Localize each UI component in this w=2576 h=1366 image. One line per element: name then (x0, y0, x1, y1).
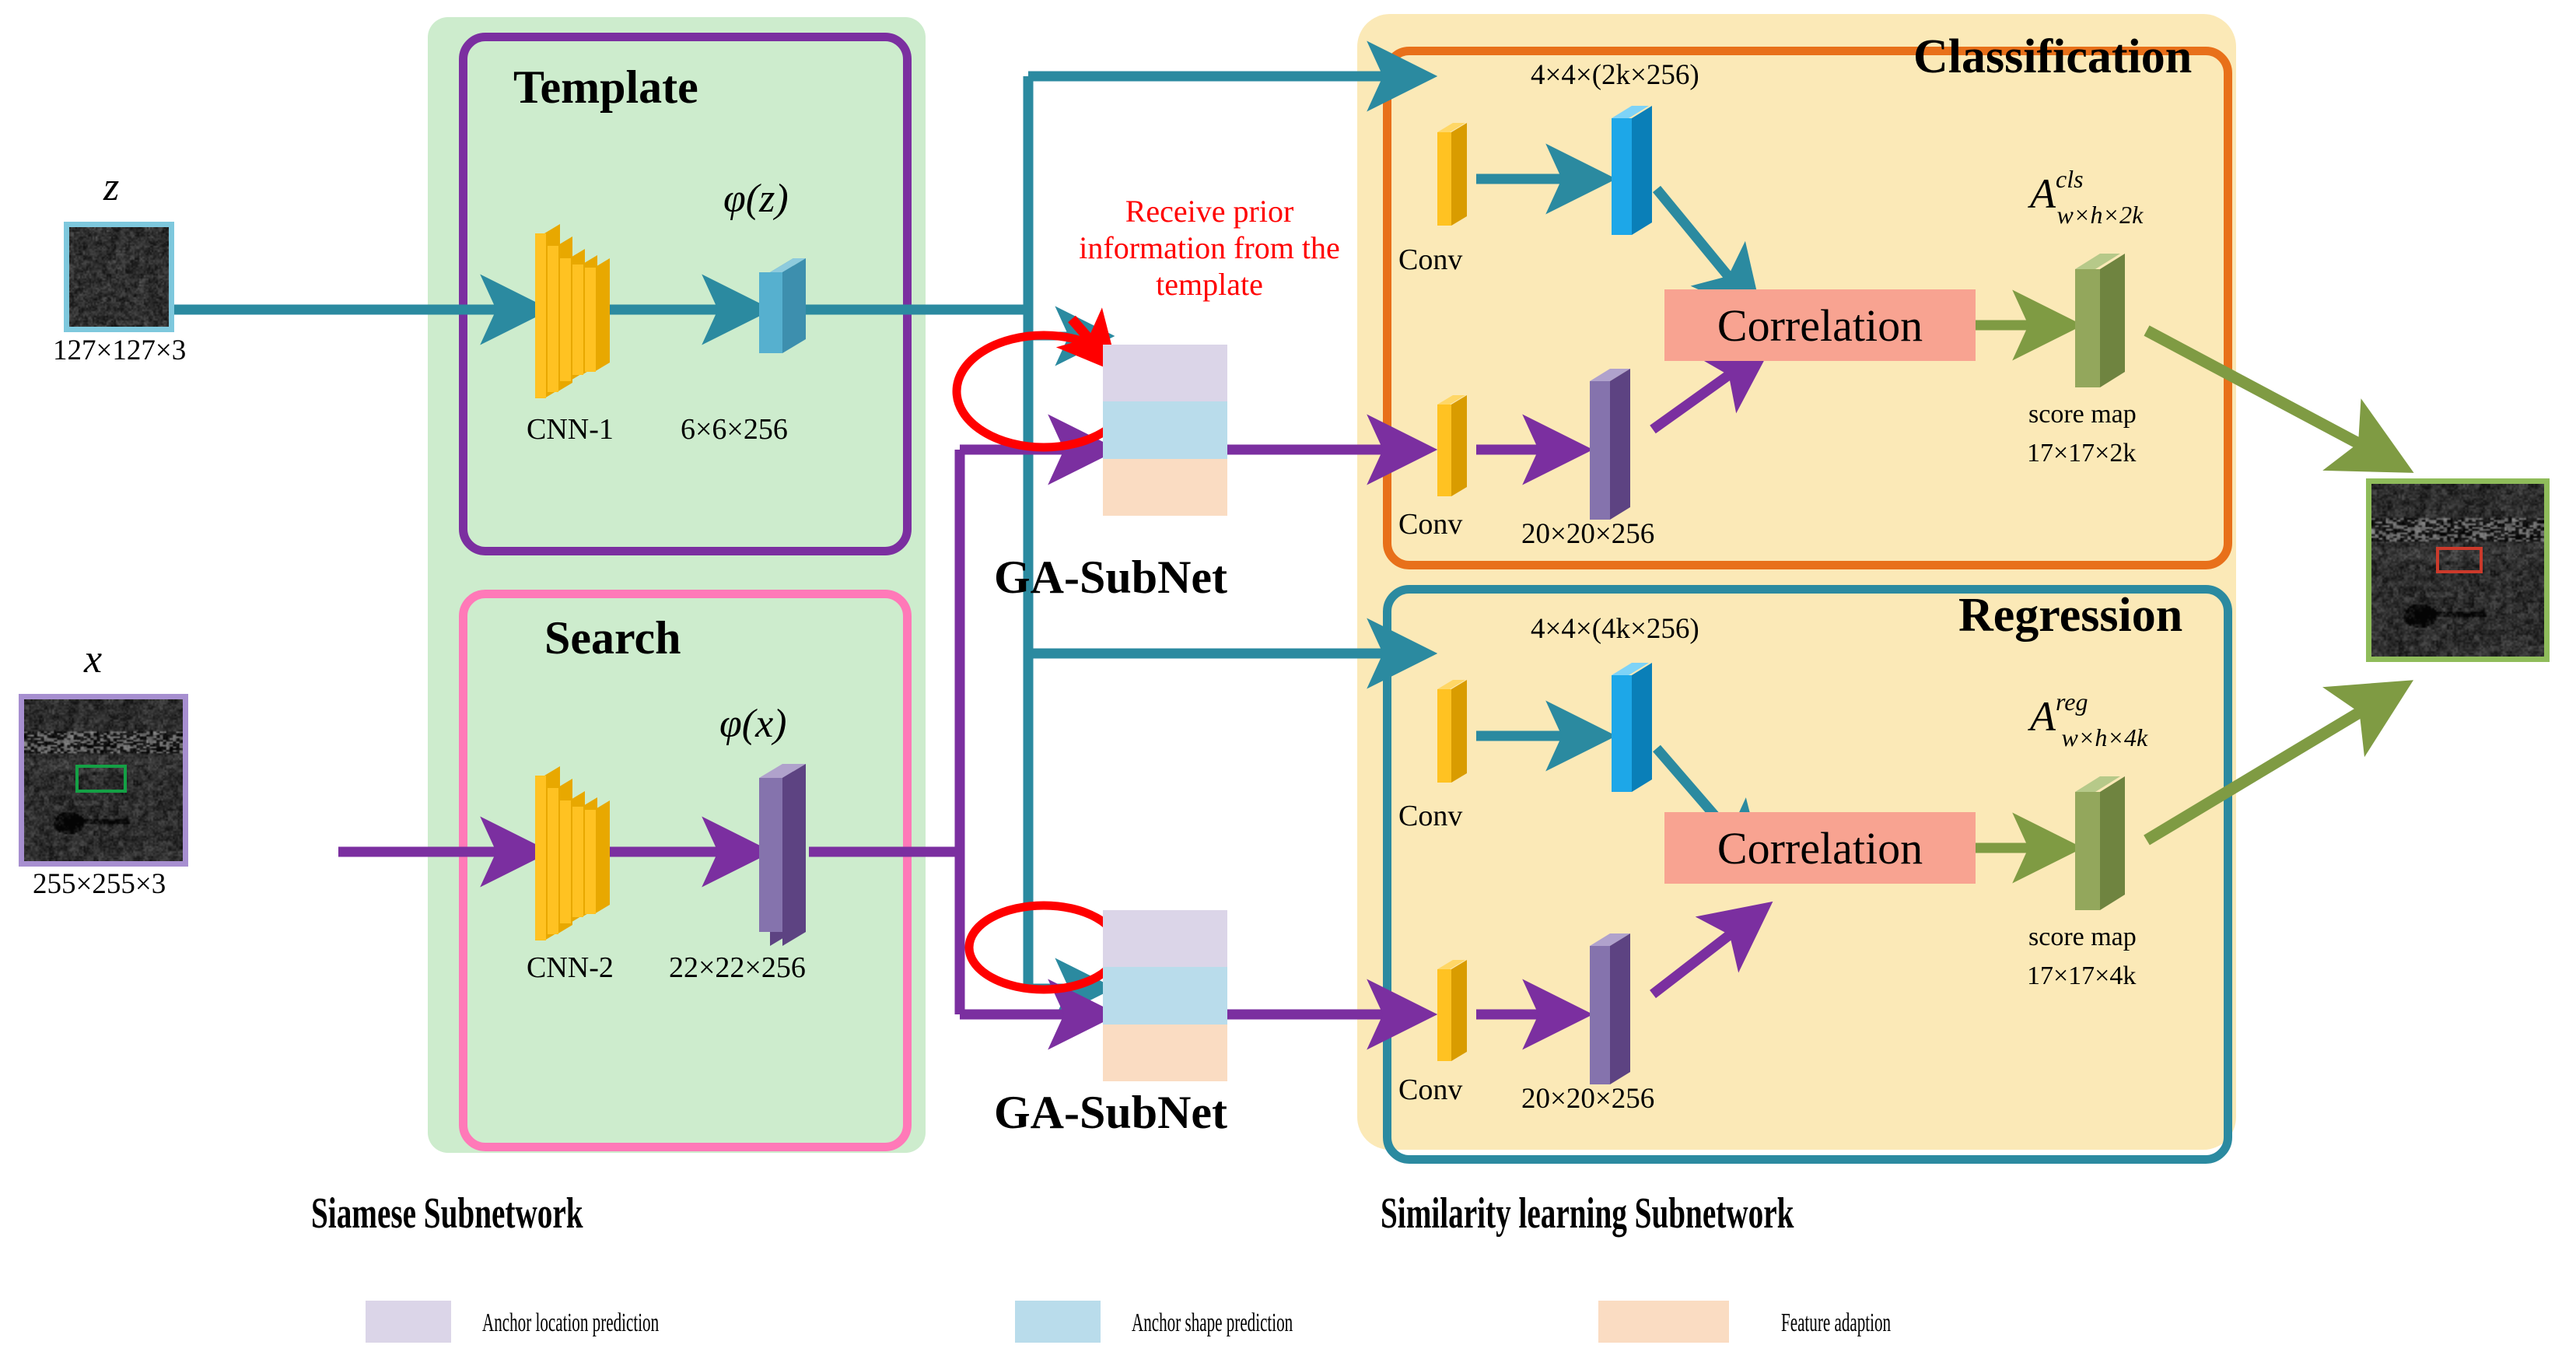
similarity-panel (1357, 14, 2236, 1150)
regression-anchor-letter: A (2030, 693, 2056, 740)
regression-block-outline (1383, 585, 2232, 1164)
similarity-section-title: Similarity learning Subnetwork (1381, 1189, 1794, 1238)
legend-swatch-anchor-shape (1015, 1301, 1101, 1343)
regression-search-dims: 20×20×256 (1521, 1083, 1655, 1115)
template-input-var-label: z (103, 165, 120, 209)
siamese-section-title: Siamese Subnetwork (311, 1189, 583, 1238)
search-feature-label: φ(x) (719, 702, 787, 746)
template-image-thumb (64, 222, 174, 332)
classification-conv-search-label: Conv (1398, 508, 1463, 541)
ga-anchor-location-band (1103, 910, 1227, 968)
classification-score-map-label: score map (2028, 400, 2137, 429)
classification-score-map-dims: 17×17×2k (2027, 439, 2137, 468)
search-input-var-label: x (84, 637, 103, 681)
ga-feature-adaption-band (1103, 1024, 1227, 1081)
search-block-outline (459, 590, 912, 1151)
regression-correlation-box[interactable]: Correlation (1664, 812, 1976, 884)
output-image-thumb (2366, 478, 2550, 662)
ga-feature-adaption-band (1103, 458, 1227, 516)
ga-subnet-upper-label: GA-SubNet (994, 552, 1228, 603)
classification-correlation-label: Correlation (1717, 299, 1923, 351)
classification-conv-template-label: Conv (1398, 243, 1463, 276)
search-cnn-label: CNN-2 (527, 951, 614, 984)
search-image-thumb (19, 694, 188, 867)
ga-subnet-lower-stack (1103, 910, 1227, 1081)
classification-anchor-sub: w×h×2k (2056, 201, 2144, 229)
regression-conv-template-label: Conv (1398, 800, 1463, 832)
classification-title: Classification (1913, 30, 2193, 83)
template-feature-label: φ(z) (723, 177, 789, 221)
siamese-panel (428, 17, 926, 1153)
template-cnn-label: CNN-1 (527, 413, 614, 446)
legend-label-anchor-location: Anchor location prediction (482, 1308, 660, 1337)
classification-correlation-box[interactable]: Correlation (1664, 289, 1976, 361)
regression-correlation-label: Correlation (1717, 822, 1923, 874)
output-predicted-box (2436, 547, 2483, 573)
regression-score-map-label: score map (2028, 923, 2137, 951)
regression-anchor-sup: reg (2056, 688, 2088, 716)
regression-anchor-sub: w×h×4k (2061, 723, 2148, 751)
template-block-title: Template (513, 61, 698, 113)
ga-anchor-shape-band (1103, 401, 1227, 459)
regression-score-map-dims: 17×17×4k (2027, 961, 2137, 990)
classification-block-outline (1383, 47, 2232, 569)
classification-anchor-label: Acls w×h×2k (2030, 166, 2169, 227)
ga-subnet-upper-stack (1103, 345, 1227, 516)
classification-anchor-sup: cls (2056, 165, 2084, 193)
ga-anchor-location-band (1103, 345, 1227, 402)
template-feature-dims: 6×6×256 (681, 413, 788, 446)
legend-swatch-anchor-location (366, 1301, 451, 1343)
ga-subnet-lower-label: GA-SubNet (994, 1087, 1228, 1138)
search-input-size-label: 255×255×3 (33, 868, 166, 900)
classification-search-dims: 20×20×256 (1521, 518, 1655, 550)
template-input-size-label: 127×127×3 (53, 334, 187, 366)
classification-anchor-letter: A (2030, 170, 2056, 217)
search-feature-dims: 22×22×256 (669, 951, 806, 984)
classification-template-dims: 4×4×(2k×256) (1531, 59, 1699, 91)
regression-anchor-label: Areg w×h×4k (2030, 689, 2174, 750)
search-groundtruth-box (75, 765, 127, 793)
regression-conv-search-label: Conv (1398, 1074, 1463, 1106)
template-block-outline (459, 33, 912, 555)
prior-information-annotation: Receive prior information from the templ… (1079, 194, 1340, 303)
legend-swatch-feature-adaption (1598, 1301, 1729, 1343)
regression-template-dims: 4×4×(4k×256) (1531, 613, 1699, 645)
legend-label-anchor-shape: Anchor shape prediction (1132, 1308, 1293, 1337)
legend-label-feature-adaption: Feature adaption (1781, 1308, 1892, 1337)
regression-title: Regression (1958, 589, 2183, 642)
search-block-title: Search (544, 612, 681, 664)
ga-anchor-shape-band (1103, 967, 1227, 1024)
